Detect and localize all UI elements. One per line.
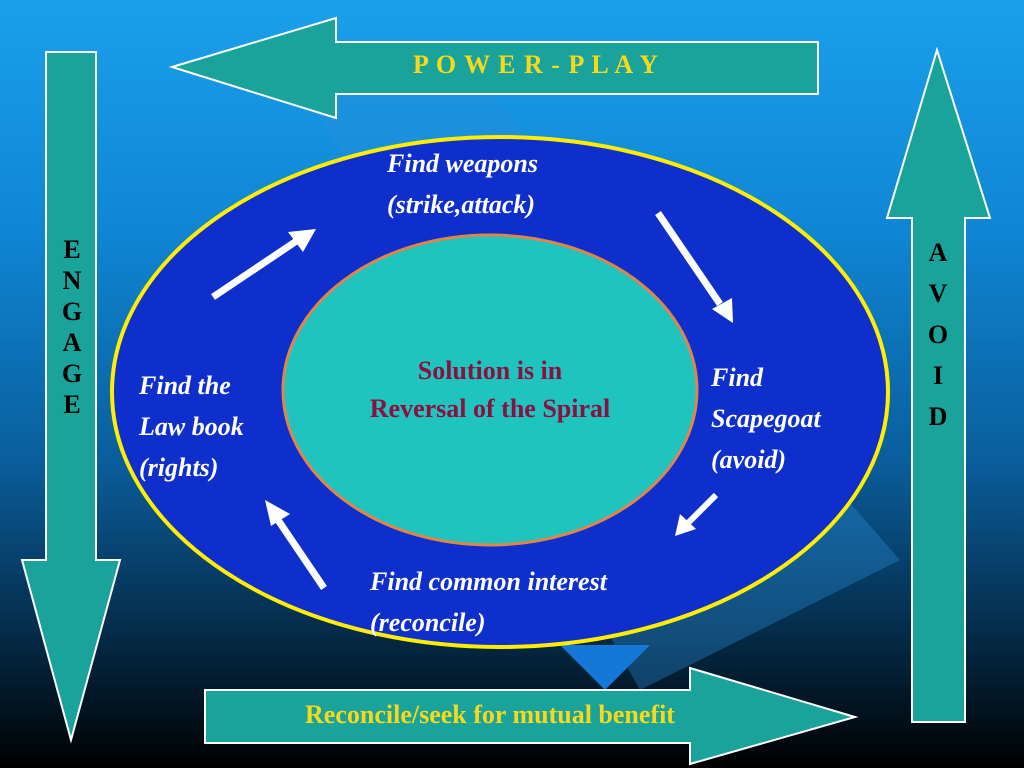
node-right: Find Scapegoat (avoid) [711,357,821,480]
arrow-bottom-to-left [265,500,327,590]
inner-ellipse [281,233,699,547]
engage-letter: A [62,328,82,357]
node-left: Find the Law book (rights) [139,365,244,488]
node-top-line: (strike,attack) [387,190,536,219]
mutual-benefit-arrow [204,666,859,766]
center-text-line: Reversal of the Spiral [369,394,611,423]
arrow-top-to-right [655,211,733,323]
node-bottom-line: Find common interest [370,567,607,596]
power-play-label: P O W E R - P L A Y [412,50,660,79]
ellipse-pointer [560,645,650,690]
power-play-arrow [168,16,819,120]
node-bottom: Find common interest (reconcile) [370,561,607,643]
mutual-benefit-label: Reconcile/seek for mutual benefit [305,700,675,729]
avoid-letter: V [928,279,948,308]
engage-letter: G [61,359,83,388]
node-left-line: (rights) [139,453,219,482]
engage-letter: E [63,235,81,264]
node-bottom-line: (reconcile) [370,608,486,637]
engage-arrow [20,51,122,744]
engage-letter: E [63,390,81,419]
avoid-arrow [885,46,992,723]
node-right-line: Scapegoat [711,404,821,433]
arrow-left-to-top [211,229,316,300]
avoid-letter: O [927,320,949,349]
node-top-line: Find weapons [387,149,538,178]
node-left-line: Law book [139,412,244,441]
node-top: Find weapons (strike,attack) [387,143,538,225]
center-text-line: Solution is in [417,356,563,385]
avoid-letter: I [932,361,944,390]
node-right-line: Find [711,363,764,392]
node-right-line: (avoid) [711,445,787,474]
engage-letter: N [62,266,82,295]
center-text: Solution is in Reversal of the Spiral [300,352,680,428]
node-left-line: Find the [139,371,231,400]
engage-label: E N G A G E [52,234,92,420]
avoid-label: A V O I D [918,232,958,437]
arrow-right-to-bottom [675,492,719,536]
engage-letter: G [61,297,83,326]
avoid-letter: A [928,238,948,267]
avoid-letter: D [928,402,948,431]
